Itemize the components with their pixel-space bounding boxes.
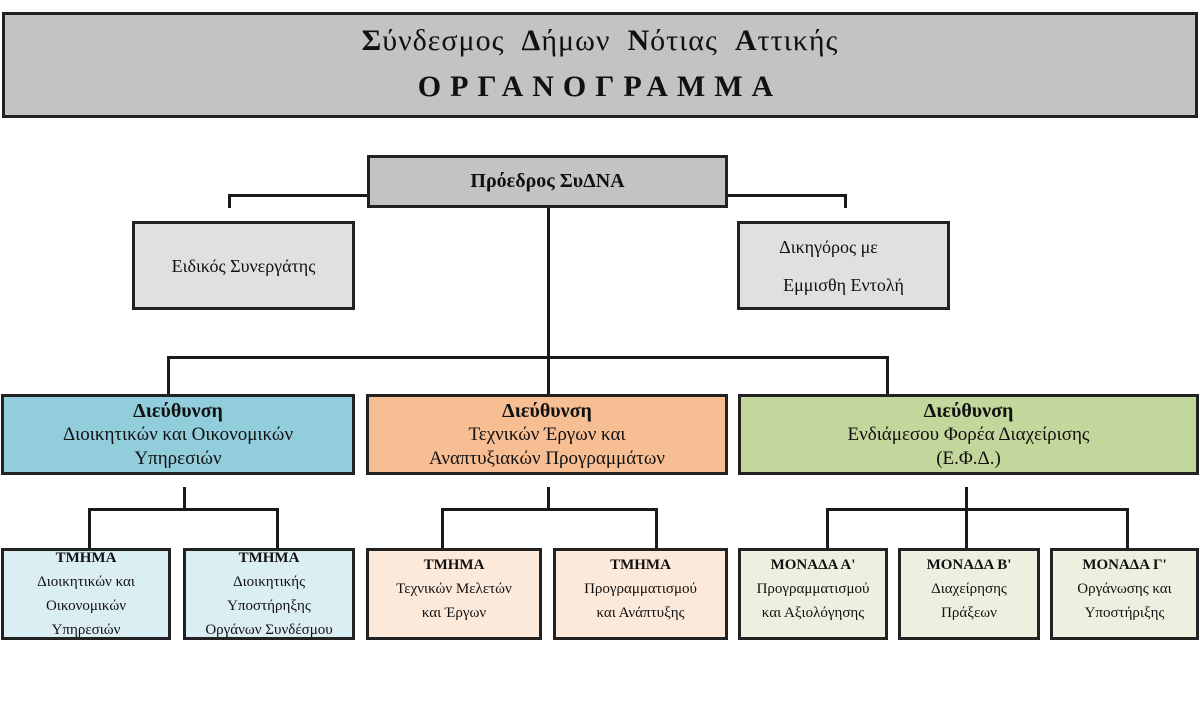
president-label: Πρόεδρος ΣυΔΝΑ (470, 170, 625, 192)
unit-line: Οργάνωσης και (1077, 581, 1172, 597)
unit-title: ΤΜΗΜΑ (610, 557, 671, 573)
unit-line: Υποστήριξης (1084, 605, 1165, 621)
unit-programming-development: ΤΜΗΜΑ Προγραμματισμού και Ανάπτυξης (553, 548, 728, 640)
unit-c-organization-support: ΜΟΝΑΔΑ Γ' Οργάνωσης και Υποστήριξης (1050, 548, 1199, 640)
unit-a-programming-evaluation: ΜΟΝΑΔΑ Α' Προγραμματισμού και Αξιολόγηση… (738, 548, 888, 640)
unit-b-operations-management: ΜΟΝΑΔΑ Β' Διαχείρησης Πράξεων (898, 548, 1040, 640)
unit-line: Οργάνων Συνδέσμου (205, 622, 333, 638)
org-chart-title: ΟΡΓΑΝΟΓΡΑΜΜΑ (417, 70, 783, 103)
unit-line: Υπηρεσιών (51, 622, 121, 638)
lawyer-label-line1: Δικηγόρος με (779, 236, 878, 257)
directorate-line1: Ενδιάμεσου Φορέα Διαχείρισης (847, 423, 1090, 445)
unit-admin-finance-services: ΤΜΗΜΑ Διοικητικών και Οικονομικών Υπηρεσ… (1, 548, 171, 640)
president-box: Πρόεδρος ΣυΔΝΑ (367, 155, 728, 208)
unit-line: Οικονομικών (45, 598, 127, 614)
unit-line: Διοικητικών και (37, 574, 135, 590)
unit-line: Προγραμματισμού (584, 581, 697, 597)
unit-title: ΤΜΗΜΑ (55, 550, 117, 566)
unit-line: Υποστήρηξης (227, 598, 311, 614)
directorate-intermediate-body: Διεύθυνση Ενδιάμεσου Φορέα Διαχείρισης (… (738, 394, 1199, 475)
directorate-line2: Αναπτυξιακών Προγραμμάτων (429, 447, 665, 469)
unit-admin-support: ΤΜΗΜΑ Διοικητικής Υποστήρηξης Οργάνων Συ… (183, 548, 355, 640)
unit-line: Διοικητικής (232, 574, 306, 590)
directorate-line1: Διοικητικών και Οικονομικών (62, 423, 294, 445)
unit-line: και Έργων (421, 605, 487, 621)
directorate-title: Διεύθυνση (133, 399, 223, 422)
unit-line: και Αξιολόγησης (761, 605, 865, 621)
organization-name: Σύνδεσμος Δήμων Νότιας Αττικής (361, 24, 839, 57)
directorate-technical-works: Διεύθυνση Τεχνικών Έργων και Αναπτυξιακώ… (366, 394, 728, 475)
unit-title: ΜΟΝΑΔΑ Α' (770, 557, 856, 573)
directorate-line2: Υπηρεσιών (134, 447, 222, 469)
org-header: Σύνδεσμος Δήμων Νότιας Αττικής ΟΡΓΑΝΟΓΡΑ… (2, 12, 1198, 118)
unit-line: και Ανάπτυξης (596, 605, 685, 621)
lawyer-box: Δικηγόρος με Εμμισθη Εντολή (737, 221, 950, 310)
unit-line: Πράξεων (941, 605, 997, 621)
directorate-line2: (Ε.Φ.Δ.) (936, 447, 1001, 469)
directorate-title: Διεύθυνση (923, 399, 1014, 422)
unit-line: Τεχνικών Μελετών (396, 581, 512, 597)
special-advisor-box: Ειδικός Συνεργάτης (132, 221, 355, 310)
lawyer-label-line2: Εμμισθη Εντολή (783, 274, 904, 295)
unit-line: Προγραμματισμού (756, 581, 870, 597)
unit-technical-studies: ΤΜΗΜΑ Τεχνικών Μελετών και Έργων (366, 548, 542, 640)
directorate-line1: Τεχνικών Έργων και (468, 423, 626, 445)
special-advisor-label: Ειδικός Συνεργάτης (171, 255, 316, 276)
unit-title: ΤΜΗΜΑ (423, 557, 485, 573)
unit-line: Διαχείρησης (931, 581, 1007, 597)
unit-title: ΤΜΗΜΑ (238, 550, 300, 566)
unit-title: ΜΟΝΑΔΑ Γ' (1082, 557, 1167, 573)
unit-title: ΜΟΝΑΔΑ Β' (926, 557, 1012, 573)
directorate-admin-finance: Διεύθυνση Διοικητικών και Οικονομικών Υπ… (1, 394, 355, 475)
directorate-title: Διεύθυνση (502, 399, 592, 422)
